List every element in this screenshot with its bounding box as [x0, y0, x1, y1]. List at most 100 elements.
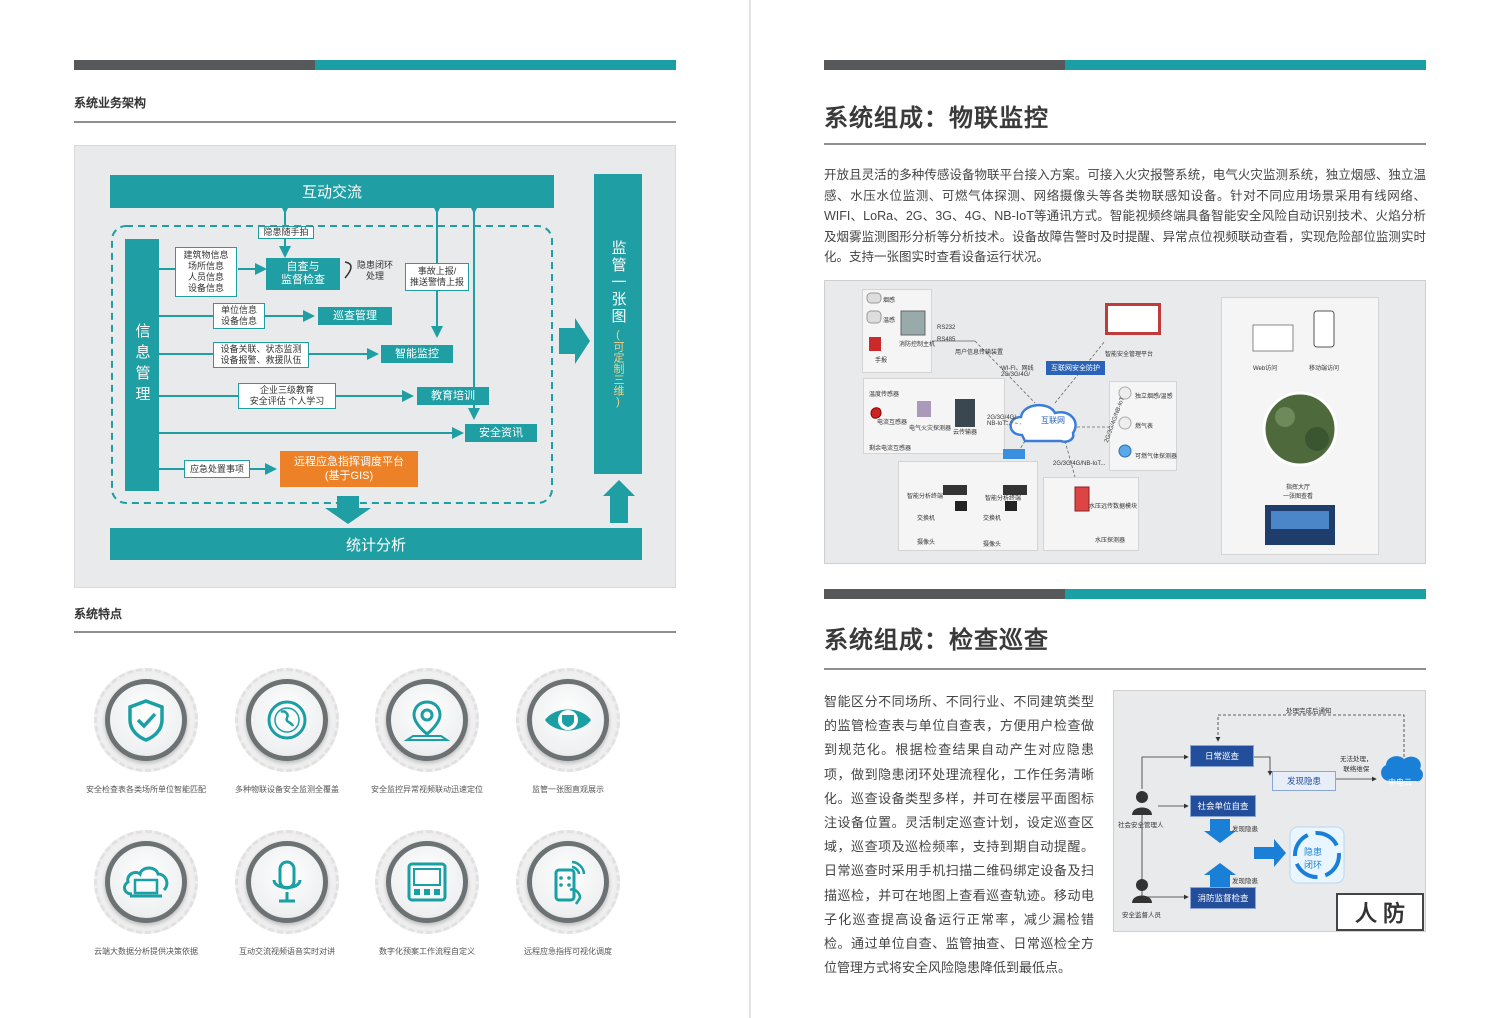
residual-sensor-label: 电流互感器	[877, 420, 908, 426]
snap-hazard-box: 隐患随手拍	[258, 226, 314, 239]
feature-item: 数字化预案工作流程自定义	[352, 830, 502, 957]
feature-caption: 多种物联设备安全监测全覆盖	[235, 785, 339, 794]
monitor-map-sub: (可定制三维)	[612, 329, 624, 408]
feature-item: 远程应急指挥可视化调度	[493, 830, 643, 957]
feature-item: 监管一张图直观展示	[493, 668, 643, 795]
closed-loop-label: 隐患 闭环	[1304, 847, 1323, 870]
find-hazard-box: 发现隐患	[1272, 771, 1336, 791]
people-defense-badge: 人 防	[1336, 893, 1424, 931]
command-hall-label: 指挥大厅 一张图查看	[1283, 485, 1314, 500]
internet-label: 互联网	[1041, 416, 1065, 425]
right-page: 系统组成：物联监控 开放且灵活的多种传感设备物联平台接入方案。可接入火灾报警系统…	[750, 0, 1500, 1018]
gas-detector-label: 可燃气体探测器	[1135, 454, 1178, 460]
arch-section-title: 系统业务架构	[74, 96, 147, 110]
section-rule	[824, 668, 1426, 670]
cloud-label: 中电云	[1388, 778, 1412, 787]
smart-terminal1-label: 智能分析终端	[907, 494, 944, 500]
info-management-label: 信息管理	[133, 323, 151, 407]
web-access-label: Web访问	[1253, 366, 1278, 372]
gas-meter-label: 燃气表	[1135, 424, 1154, 430]
unit-self-check-box: 社会单位自查	[1190, 795, 1256, 817]
emergency-platform-box: 远程应急指挥调度平台 (基于GIS)	[280, 451, 418, 487]
smoke-label: 烟感	[883, 298, 896, 304]
wifi-label: WI-FI、网线 2G/3G/4G/	[1001, 366, 1034, 378]
tablet-device-icon	[407, 862, 447, 902]
rs485-label: RS485	[937, 337, 956, 343]
closed-loop-label: 隐患闭环 处理	[357, 260, 394, 281]
network2-label: 2G/3G/4G/NB-IoT...	[1053, 461, 1106, 467]
patrol-title: 系统组成：检查巡查	[824, 627, 1049, 654]
statistics-bar: 统计分析	[110, 528, 642, 560]
iot-connectors	[866, 292, 1338, 545]
page-spine	[749, 0, 751, 1018]
emergency-item-box: 应急处置事项	[184, 460, 250, 478]
iot-paragraph: 开放且灵活的多种传感设备物联平台接入方案。可接入火灾报警系统，电气火灾监测系统，…	[824, 168, 1426, 264]
feature-item: 互动交流视频语音实时对讲	[212, 830, 362, 957]
feature-item: 安全检查表各类场所单位智能匹配	[71, 668, 221, 795]
found-hazard-label: 发现隐患	[1232, 878, 1258, 885]
fire-host-label: 消防控制主机	[899, 342, 936, 348]
microphone-icon	[272, 860, 302, 903]
feature-caption: 互动交流视频语音实时对讲	[239, 947, 335, 956]
shield-check-icon	[128, 699, 164, 742]
water-level-label: 水压远传数据模块	[1089, 504, 1138, 510]
patrol-paragraph: 智能区分不同场所、不同行业、不同建筑类型的监管检查表与单位自查表，方便用户检查做…	[824, 694, 1094, 976]
education-train-box: 教育培训	[417, 387, 489, 405]
feature-item: 多种物联设备安全监测全覆盖	[212, 668, 362, 795]
feature-caption: 监管一张图直观展示	[532, 785, 604, 794]
water-panel	[1043, 477, 1139, 551]
supervisor-label: 安全监督人员	[1122, 912, 1161, 919]
architecture-connectors	[111, 202, 635, 524]
feature-caption: 云端大数据分析提供决策依据	[94, 947, 198, 956]
unable-label: 无法处理， 联络维保	[1340, 756, 1373, 773]
temp-label: 温感	[883, 318, 896, 324]
patrol-connectors	[1132, 714, 1423, 903]
rs232-label: RS232	[937, 325, 956, 331]
interactive-bar: 互动交流	[110, 175, 554, 208]
safety-manager-label: 社会安全管理人	[1118, 822, 1164, 829]
mobile-access-label: 移动端访问	[1309, 366, 1340, 372]
camera2-label: 摄像头	[983, 542, 1002, 548]
feature-caption: 安全检查表各类场所单位智能匹配	[86, 785, 206, 794]
monitor-map-bar: 监管一张图 (可定制三维)	[594, 174, 642, 474]
electrical-panel	[863, 378, 1005, 454]
camera1-label: 摄像头	[917, 540, 936, 546]
platform-label: 智能安全管理平台	[1105, 352, 1154, 358]
monitor-map-label: 监管一张图	[609, 240, 627, 325]
location-pin-icon	[403, 700, 451, 741]
device-link-box: 设备关联、状态监测 设备报警、救援队伍	[213, 342, 309, 368]
self-check-box: 自查与 监督检查	[266, 258, 340, 290]
water-pressure-label: 水压探测器	[1095, 538, 1126, 544]
feature-caption: 数字化预案工作流程自定义	[379, 947, 475, 956]
network1-label: 2G/3G/4G/ NB-IoT...	[987, 415, 1017, 427]
daily-patrol-box: 日常巡查	[1190, 745, 1254, 767]
notify-label: 处理完成后通知	[1286, 708, 1332, 715]
top-bar	[824, 60, 1426, 70]
leak-sensor-label: 剩余电流互感器	[869, 446, 912, 452]
unit-info-box: 单位信息 设备信息	[213, 303, 265, 329]
section-rule	[824, 143, 1426, 145]
iot-diagram: 互联网 互联网安全防护 智能安全管理平台 Web访问 移动端访问 指挥大厅 一张…	[824, 280, 1426, 564]
source-info-box: 建筑物信息 场所信息 人员信息 设备信息	[175, 247, 237, 297]
feature-item: 云端大数据分析提供决策依据	[71, 830, 221, 957]
fire-supervision-box: 消防监督检查	[1190, 887, 1256, 909]
architecture-diagram: 互动交流 统计分析 监管一张图 (可定制三维) 信息管理	[74, 145, 676, 588]
smart-monitor-box: 智能监控	[381, 345, 453, 363]
transmitter-label: 用户信息传输装置	[955, 350, 1004, 356]
switch2-label: 交换机	[983, 516, 1002, 522]
iot-title: 系统组成：物联监控	[824, 105, 1049, 132]
found-hazard-label: 发现隐患	[1232, 826, 1258, 833]
info-management-bar: 信息管理	[125, 239, 159, 491]
manual-label: 手报	[875, 358, 888, 364]
independent-smoke-label: 独立烟感/温感	[1135, 394, 1173, 400]
temp-sensor-label: 温度传感器	[869, 392, 900, 398]
patrol-mgmt-box: 巡查管理	[318, 307, 392, 325]
smart-terminal2-label: 智能分析终端	[985, 496, 1022, 502]
feature-item: 安全监控异常视频联动迅速定位	[352, 668, 502, 795]
cloud-laptop-icon	[123, 866, 169, 898]
switch1-label: 交换机	[917, 516, 936, 522]
section-rule	[74, 631, 676, 633]
top-bar	[74, 60, 676, 70]
report-box: 事故上报/ 推送警情上报	[405, 263, 469, 291]
globe-icon	[267, 700, 307, 740]
